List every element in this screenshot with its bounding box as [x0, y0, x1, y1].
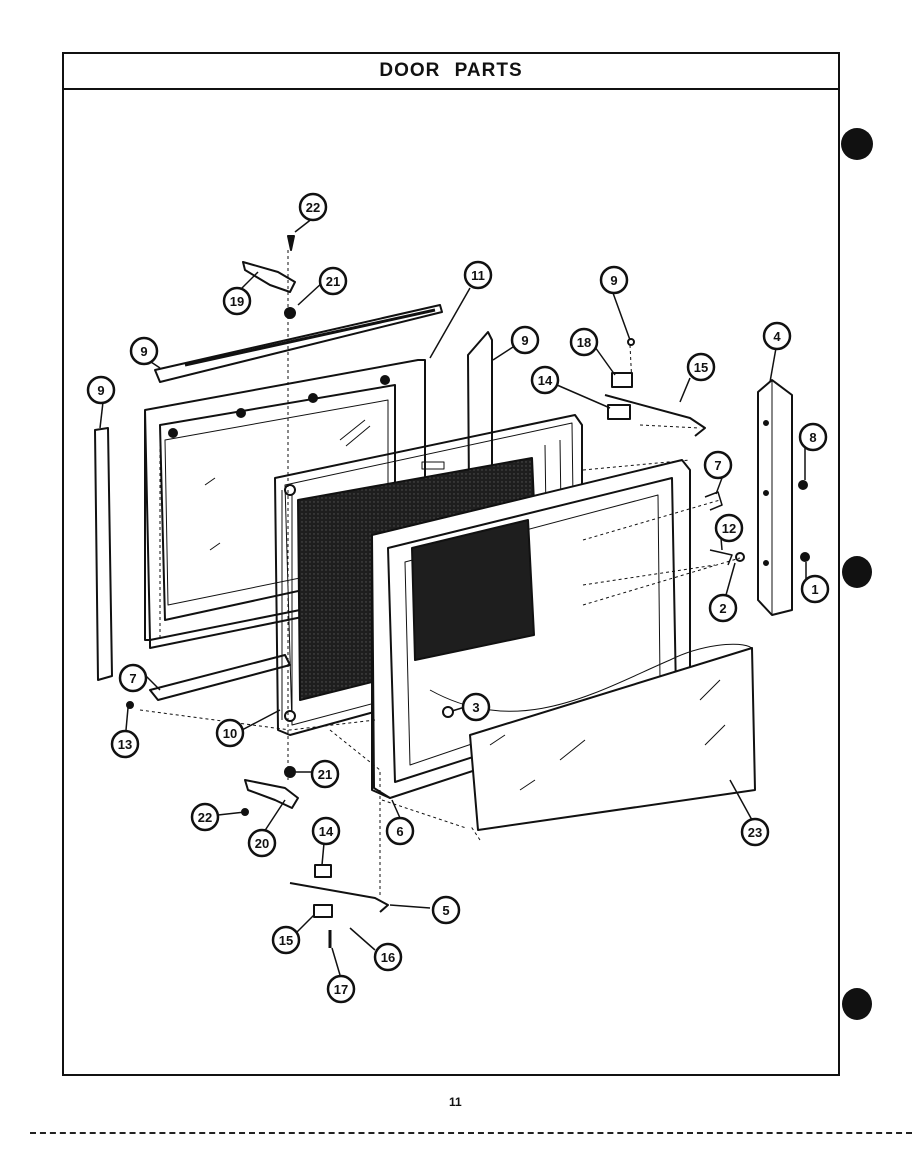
- leader-lines: [139, 250, 741, 895]
- callout-door-frame: 10: [215, 718, 245, 748]
- door-handle-shape: [757, 379, 793, 616]
- callout-label: 9: [610, 273, 617, 288]
- callout-label: 1: [811, 582, 818, 597]
- diagram-frame: DOOR PARTS: [62, 52, 840, 1076]
- top-trim-shape: [154, 304, 443, 383]
- callout-pivot: 1: [800, 574, 830, 604]
- callout-label: 3: [472, 700, 479, 715]
- callout-screw: 18: [569, 327, 599, 357]
- callout-handle-screw: 7: [118, 663, 148, 693]
- binder-hole: [841, 128, 873, 160]
- callout-label: 5: [442, 903, 449, 918]
- callout-label: 10: [223, 726, 237, 741]
- binder-hole: [842, 556, 872, 588]
- callout-hinge-pin: 21: [318, 266, 348, 296]
- callout-screw: 17: [326, 974, 356, 1004]
- title-bar: DOOR PARTS: [64, 54, 838, 90]
- callout-bottom-trim: 9: [599, 265, 629, 295]
- callout-glass-clip: 3: [461, 692, 491, 722]
- callout-label: 8: [809, 430, 816, 445]
- callout-handle-screw: 7: [703, 450, 733, 480]
- callout-screw: 22: [298, 192, 328, 222]
- callout-latch-lever: 2: [708, 593, 738, 623]
- upper-hinge-shape: [242, 261, 296, 293]
- callout-latch-bracket: 14: [530, 365, 560, 395]
- callout-label: 21: [318, 767, 332, 782]
- callout-left-trim: 9: [510, 325, 540, 355]
- callout-latch-spring: 12: [714, 513, 744, 543]
- callout-label: 6: [396, 824, 403, 839]
- bottom-trim-shape: [149, 654, 291, 701]
- callout-label: 14: [319, 824, 334, 839]
- callout-washer: 16: [373, 942, 403, 972]
- callout-label: 7: [714, 458, 721, 473]
- callout-outer-glass: 23: [740, 817, 770, 847]
- callout-label: 11: [471, 268, 485, 283]
- callout-upper-latch-rod: 4: [762, 321, 792, 351]
- callout-label: 16: [381, 950, 395, 965]
- callout-screw: 22: [190, 802, 220, 832]
- callout-label: 17: [334, 982, 348, 997]
- callout-top-trim: 9: [129, 336, 159, 366]
- callout-label: 22: [198, 810, 212, 825]
- latch-bracket-shape: [611, 372, 633, 388]
- page-number: 11: [449, 1095, 462, 1109]
- inner-door-panel-shape: [144, 359, 426, 649]
- callout-door-handle: 8: [798, 422, 828, 452]
- callout-screw: 13: [110, 729, 140, 759]
- callout-lower-hinge: 20: [247, 828, 277, 858]
- binder-hole: [842, 988, 872, 1020]
- callout-latch-bracket: 14: [311, 816, 341, 846]
- callout-inner-door-panel: 11: [463, 260, 493, 290]
- callout-leaders: [99, 217, 807, 976]
- callout-lower-latch-rod: 5: [431, 895, 461, 925]
- callout-label: 9: [521, 333, 528, 348]
- callout-outer-door-frame: 6: [385, 816, 415, 846]
- callout-label: 13: [118, 737, 132, 752]
- callout-label: 18: [577, 335, 591, 350]
- callout-upper-hinge: 19: [222, 286, 252, 316]
- callout-label: 19: [230, 294, 244, 309]
- callout-label: 15: [694, 360, 708, 375]
- callout-label: 15: [279, 933, 293, 948]
- callout-label: 12: [722, 521, 736, 536]
- callout-hinge-pin: 21: [310, 759, 340, 789]
- callout-latch-block: 15: [686, 352, 716, 382]
- callout-label: 7: [129, 671, 136, 686]
- callout-label: 20: [255, 836, 269, 851]
- callout-right-trim: 9: [86, 375, 116, 405]
- callout-label: 14: [538, 373, 553, 388]
- callout-label: 2: [719, 601, 726, 616]
- callout-label: 22: [306, 200, 320, 215]
- outer-glass-shape: [429, 643, 756, 831]
- latch-block-shape: [607, 404, 631, 420]
- page-title: DOOR PARTS: [379, 60, 523, 81]
- left-trim-shape: [94, 427, 113, 681]
- callout-label: 9: [97, 383, 104, 398]
- callout-latch-block: 15: [271, 925, 301, 955]
- upper-latch-rod-shape: [604, 394, 706, 437]
- lower-latch-rod-shape: [289, 882, 389, 913]
- callout-label: 4: [773, 329, 781, 344]
- callout-label: 9: [140, 344, 147, 359]
- callout-label: 23: [748, 825, 762, 840]
- lower-hinge-shape: [244, 779, 299, 809]
- callout-label: 21: [326, 274, 340, 289]
- scan-edge: [30, 1132, 912, 1140]
